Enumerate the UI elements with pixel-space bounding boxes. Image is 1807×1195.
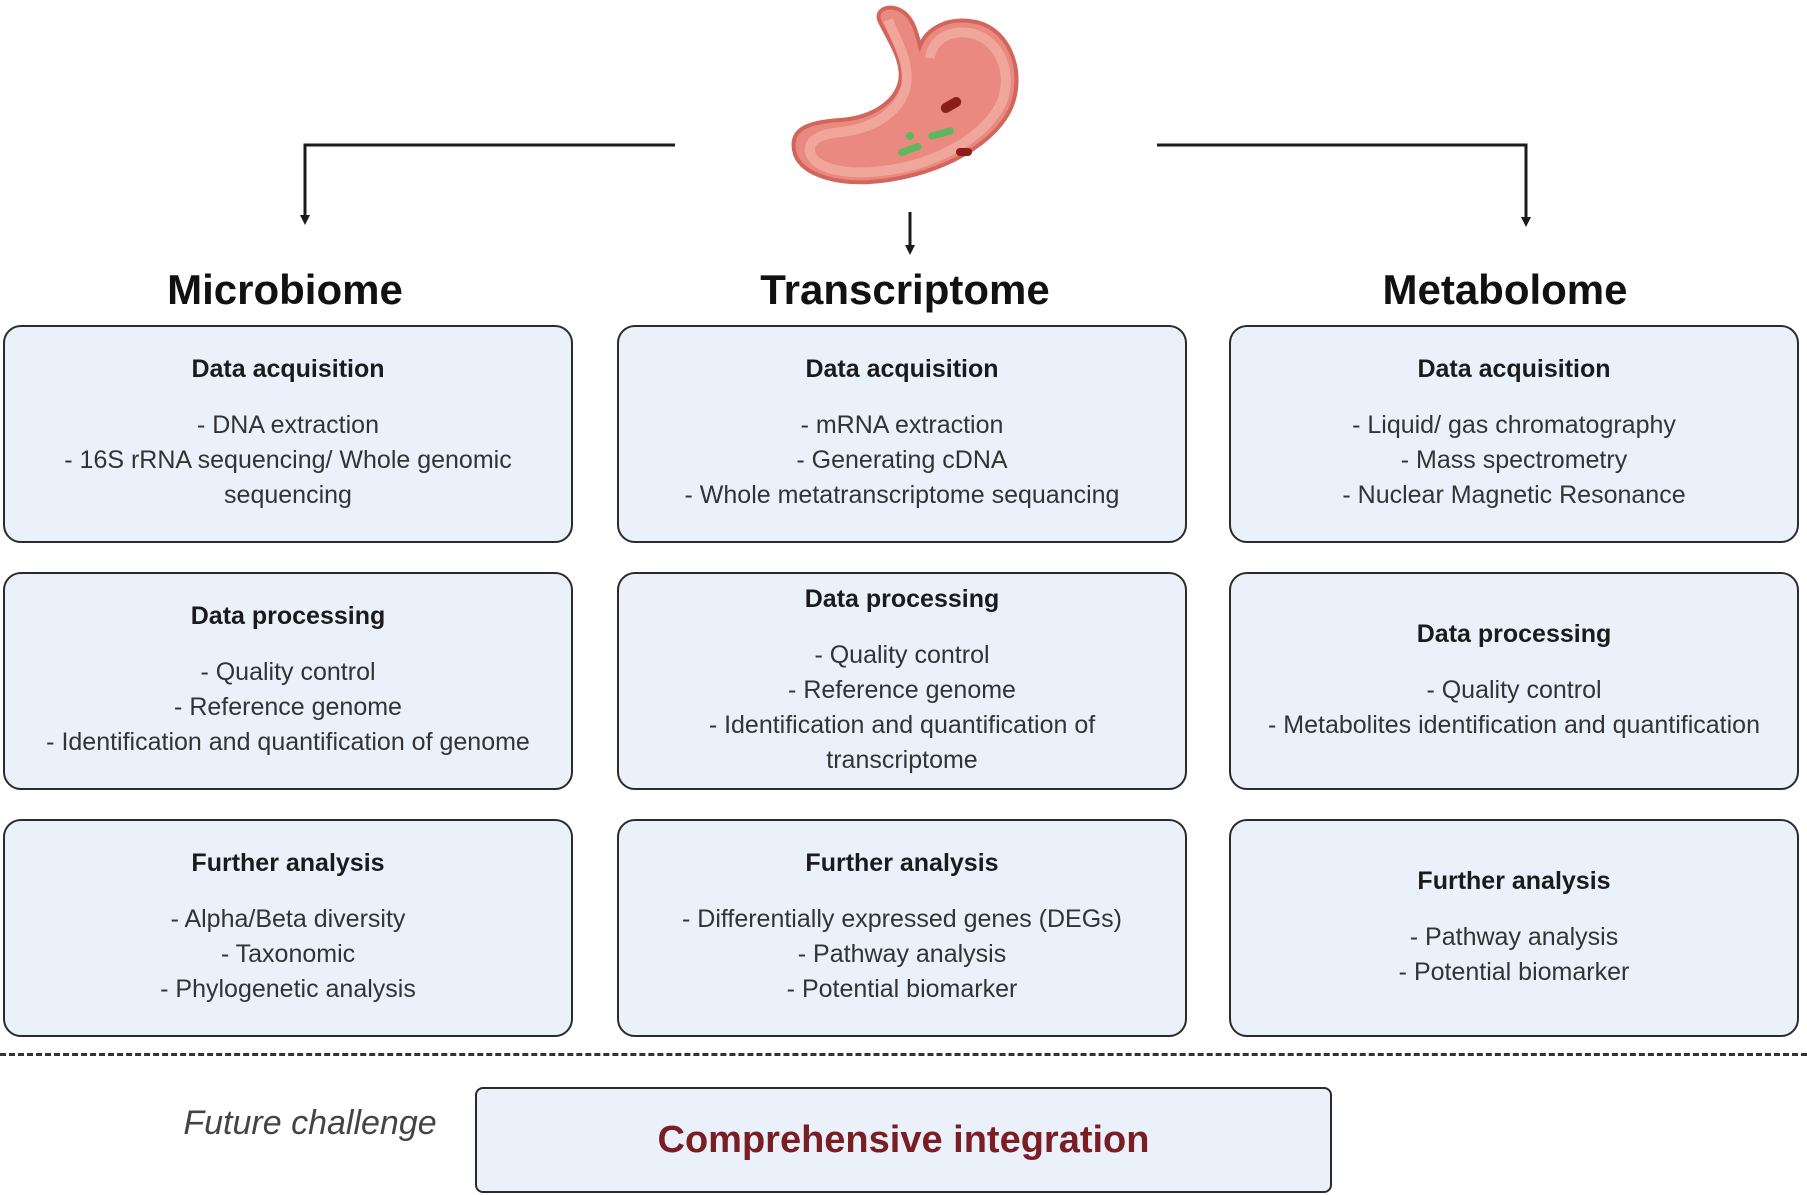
microbiome-analysis-box: Further analysis - Alpha/Beta diversity …: [3, 819, 573, 1037]
list-item: - Differentially expressed genes (DEGs): [682, 905, 1122, 933]
metabolome-analysis-box: Further analysis - Pathway analysis - Po…: [1229, 819, 1799, 1037]
box-heading: Data processing: [190, 602, 386, 630]
box-items: - Alpha/Beta diversity - Taxonomic - Phy…: [160, 902, 416, 1007]
box-items: - Differentially expressed genes (DEGs) …: [682, 902, 1122, 1007]
future-challenge-label: Future challenge: [183, 1104, 437, 1142]
list-item: - Reference genome: [788, 675, 1016, 704]
list-item: - Liquid/ gas chromatography: [1352, 411, 1676, 439]
transcriptome-acquisition-box: Data acquisition - mRNA extraction - Gen…: [617, 325, 1187, 543]
list-item: - 16S rRNA sequencing/ Whole genomic: [64, 446, 512, 474]
list-item: transcriptome: [826, 745, 978, 774]
box-items: - DNA extraction - 16S rRNA sequencing/ …: [64, 408, 511, 513]
list-item: - Metabolites identification and quantif…: [1268, 710, 1760, 739]
arrow-to-microbiome: [300, 143, 675, 225]
list-item: sequencing: [224, 481, 352, 509]
list-item: - DNA extraction: [196, 411, 379, 439]
column-title-metabolome: Metabolome: [1382, 266, 1628, 313]
microbiome-processing-box: Data processing - Quality control - Refe…: [3, 572, 573, 790]
transcriptome-analysis-box: Further analysis - Differentially expres…: [617, 819, 1187, 1037]
box-heading: Data processing: [804, 584, 1000, 613]
list-item: - Potential biomarker: [1398, 957, 1630, 986]
list-item: - Alpha/Beta diversity: [170, 905, 406, 933]
integration-box: Comprehensive integration: [475, 1087, 1332, 1193]
list-item: - Reference genome: [174, 693, 402, 721]
box-items: - mRNA extraction - Generating cDNA - Wh…: [685, 408, 1120, 513]
arrow-to-metabolome: [1157, 143, 1531, 227]
dashed-divider: [0, 1053, 1807, 1056]
stomach-icon: [791, 5, 1019, 185]
column-title-microbiome: Microbiome: [167, 266, 403, 313]
box-heading: Data acquisition: [191, 355, 385, 383]
list-item: - Nuclear Magnetic Resonance: [1342, 481, 1686, 509]
box-heading: Further analysis: [1417, 866, 1611, 895]
microbiome-acquisition-box: Data acquisition - DNA extraction - 16S …: [3, 325, 573, 543]
list-item: - mRNA extraction: [800, 411, 1004, 439]
box-heading: Further analysis: [191, 849, 385, 877]
list-item: - Quality control: [814, 640, 990, 669]
box-heading: Data acquisition: [1417, 355, 1611, 383]
metabolome-acquisition-box: Data acquisition - Liquid/ gas chromatog…: [1229, 325, 1799, 543]
list-item: - Generating cDNA: [796, 446, 1008, 474]
list-item: - Whole metatranscriptome sequancing: [684, 481, 1120, 509]
list-item: - Identification and quantification of: [708, 710, 1096, 739]
box-items: - Pathway analysis - Potential biomarker: [1399, 920, 1630, 990]
box-items: - Quality control - Reference genome - I…: [46, 655, 530, 760]
list-item: - Potential biomarker: [786, 975, 1018, 1003]
list-item: - Quality control: [1426, 675, 1602, 704]
list-item: - Pathway analysis: [797, 940, 1007, 968]
box-heading: Further analysis: [805, 849, 999, 877]
box-heading: Data acquisition: [805, 355, 999, 383]
transcriptome-processing-box: Data processing - Quality control - Refe…: [617, 572, 1187, 790]
box-items: - Quality control - Reference genome - I…: [709, 638, 1095, 778]
box-items: - Liquid/ gas chromatography - Mass spec…: [1342, 408, 1685, 513]
list-item: - Quality control: [200, 658, 376, 686]
metabolome-processing-box: Data processing - Quality control - Meta…: [1229, 572, 1799, 790]
list-item: - Identification and quantification of g…: [46, 728, 530, 756]
list-item: - Mass spectrometry: [1400, 446, 1628, 474]
list-item: - Pathway analysis: [1409, 922, 1619, 951]
column-title-transcriptome: Transcriptome: [760, 266, 1050, 313]
list-item: - Taxonomic: [220, 940, 356, 968]
box-items: - Quality control - Metabolites identifi…: [1268, 673, 1760, 743]
box-heading: Data processing: [1416, 619, 1612, 648]
list-item: - Phylogenetic analysis: [160, 975, 416, 1003]
